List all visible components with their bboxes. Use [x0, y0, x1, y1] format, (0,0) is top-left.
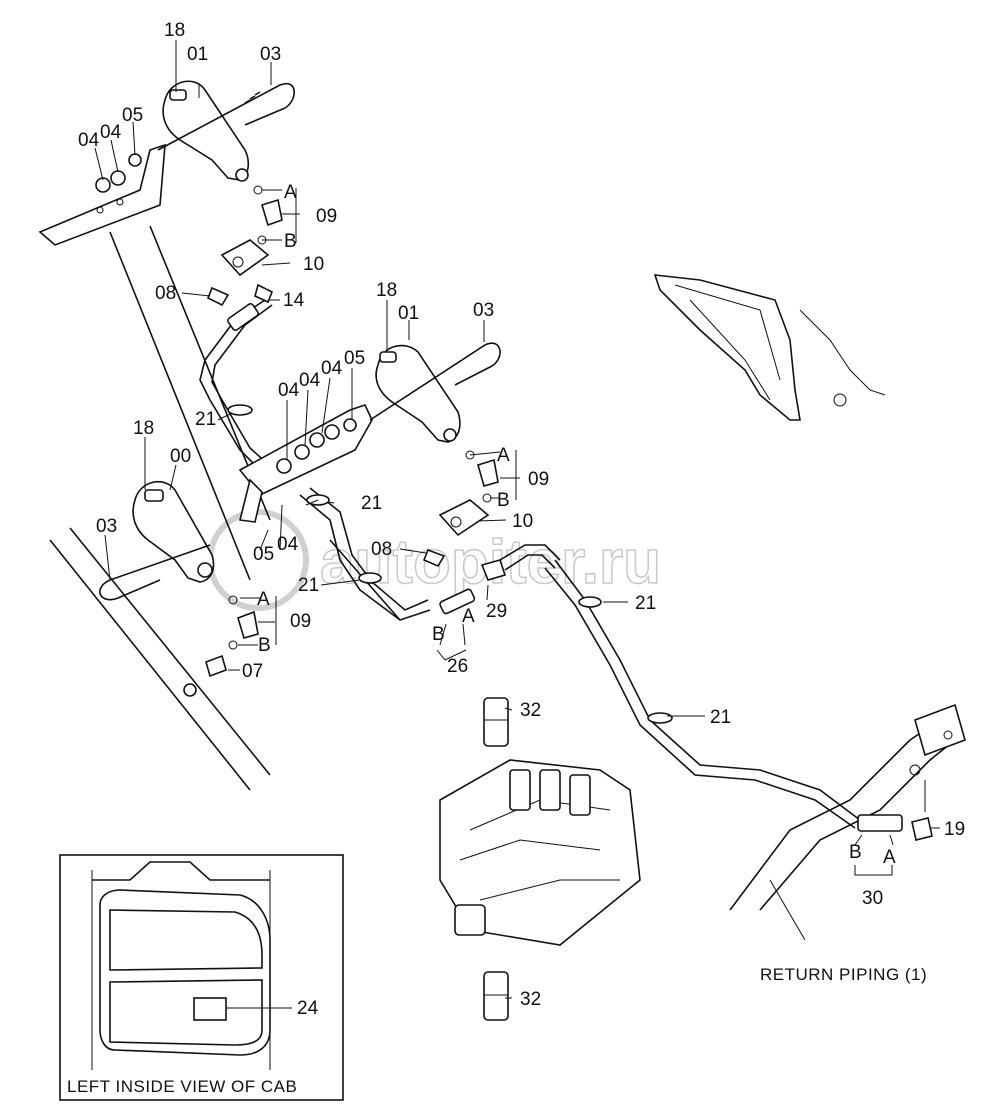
callout-B-top: B [284, 231, 297, 252]
callout-10-mid: 10 [512, 511, 533, 532]
callout-32-top: 32 [520, 700, 541, 721]
return-piping-caption: RETURN PIPING (1) [760, 965, 927, 984]
callout-21-a: 21 [195, 409, 216, 430]
callout-08-mid: 08 [371, 539, 392, 560]
top-bracket [38, 143, 166, 246]
fitting-32-bottom [483, 971, 509, 1021]
left-elbow-fitting [228, 595, 259, 650]
left-fitting-07 [183, 654, 227, 697]
clamp-21d [578, 596, 602, 608]
callout-A-low: A [257, 589, 270, 610]
callout-03-top: 03 [260, 44, 281, 65]
callout-01-top: 01 [187, 44, 208, 65]
callout-19: 19 [944, 819, 965, 840]
top-u-bolt [157, 82, 295, 151]
callout-24: 24 [297, 998, 319, 1019]
callout-01-mid: 01 [398, 303, 419, 324]
callout-07: 07 [242, 661, 263, 682]
boom-outline [49, 225, 401, 791]
leader-lines [94, 40, 940, 1009]
clamp-21c [358, 572, 382, 584]
callout-A-top: A [284, 182, 297, 203]
callout-18-mid: 18 [376, 280, 397, 301]
fitting-32-top [483, 697, 509, 747]
callout-05-top: 05 [122, 105, 143, 126]
callout-00: 00 [170, 446, 191, 467]
callout-05-mid: 05 [344, 348, 365, 369]
callout-09-low: 09 [290, 611, 311, 632]
mid-accumulator [375, 344, 461, 443]
callout-21-b: 21 [361, 493, 382, 514]
callout-10-top: 10 [303, 254, 324, 275]
clamp-21a [227, 404, 253, 416]
callout-14: 14 [283, 290, 305, 311]
callout-21-c: 21 [298, 575, 319, 596]
callout-03-left: 03 [96, 516, 117, 537]
callout-A-30: A [883, 847, 896, 868]
callout-18-left: 18 [133, 418, 154, 439]
mid-nuts [276, 418, 357, 474]
callout-09-mid: 09 [528, 469, 549, 490]
callout-05-left: 05 [253, 544, 274, 565]
return-coupler-30 [857, 814, 933, 841]
callout-08-top: 08 [155, 283, 176, 304]
callout-B-low: B [258, 635, 271, 656]
callout-04-left: 04 [277, 534, 299, 555]
callout-B-mid: B [497, 490, 510, 511]
callout-A-26: A [462, 606, 475, 627]
callout-18-top: 18 [164, 20, 185, 41]
callout-09-top: 09 [316, 206, 337, 227]
callout-21-d: 21 [635, 593, 656, 614]
left-accumulator [132, 480, 215, 583]
cab-view-caption: LEFT INSIDE VIEW OF CAB [67, 1077, 297, 1096]
callout-04-mid-a: 04 [278, 380, 300, 401]
clamp-21e [647, 712, 673, 724]
callout-labels: 18 01 03 04 04 05 A 09 B 10 08 14 18 01 … [78, 20, 965, 1019]
callout-04-top-a: 04 [78, 130, 100, 151]
callout-29: 29 [486, 601, 507, 622]
control-valve [439, 759, 641, 946]
callout-26: 26 [447, 656, 468, 677]
callout-21-e: 21 [710, 707, 731, 728]
top-elbow-fitting [253, 185, 283, 245]
top-accumulator [162, 80, 250, 182]
left-u-bolt [99, 544, 211, 601]
top-nuts [95, 153, 142, 193]
callout-04-mid-c: 04 [321, 358, 343, 379]
callout-30: 30 [862, 888, 883, 909]
return-pipe [729, 703, 966, 911]
mid-hose [299, 487, 561, 621]
mid-elbow-fitting [465, 450, 499, 503]
top-block [220, 239, 270, 277]
callout-B-26: B [432, 624, 445, 645]
callout-B-30: B [849, 842, 862, 863]
top-hose [199, 283, 281, 481]
cab-inset [59, 854, 344, 1101]
callout-04-mid-b: 04 [299, 370, 321, 391]
mid-u-bolt [369, 342, 501, 421]
return-hose [544, 559, 861, 829]
callout-03-mid: 03 [473, 300, 494, 321]
mid-block [438, 499, 490, 537]
excavator-inset [653, 274, 886, 421]
callout-A-mid: A [497, 445, 510, 466]
callout-32-bottom: 32 [520, 989, 541, 1010]
callout-04-top-b: 04 [100, 122, 122, 143]
